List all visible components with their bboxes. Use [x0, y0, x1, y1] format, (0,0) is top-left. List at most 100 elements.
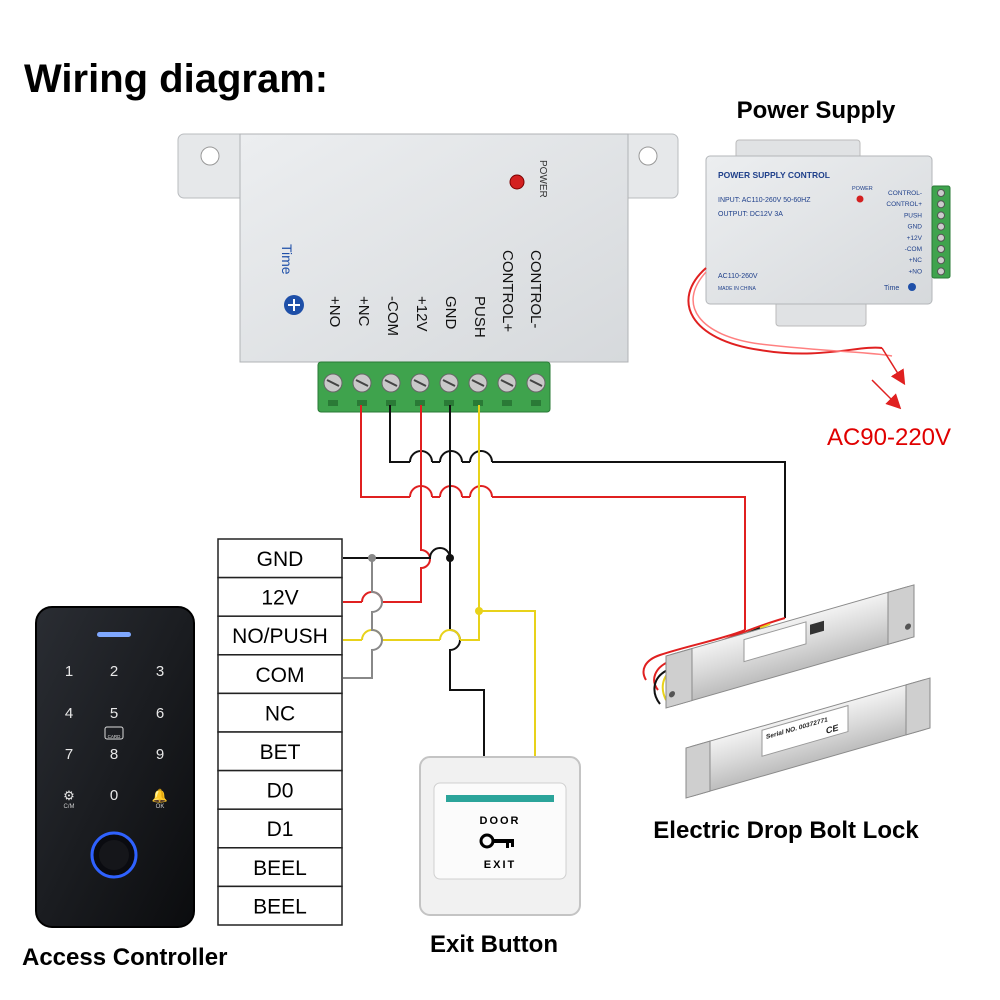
- psu-output: OUTPUT: DC12V 3A: [718, 211, 783, 218]
- controller-terminal-row: COM: [217, 654, 343, 695]
- wire-12v-hop: [361, 591, 383, 603]
- psu-terminal-label: CONTROL+: [886, 201, 922, 208]
- keypad-key[interactable]: 0: [110, 787, 118, 804]
- exit-button-device: DOOR EXIT Exit Button: [419, 756, 581, 958]
- psu-terminal-label: GND: [908, 224, 923, 231]
- psu-terminal-label: -COM: [905, 246, 922, 253]
- keypad-key[interactable]: 6: [156, 705, 164, 722]
- psu-terminal-label: PUSH: [904, 212, 922, 219]
- ac-input-label: AC90-220V: [827, 424, 951, 451]
- controller-terminal-row: D1: [217, 808, 343, 849]
- exit-plate-bottom: EXIT: [484, 859, 516, 871]
- controller-terminal-label: NO/PUSH: [232, 625, 328, 648]
- psu-time-knob-icon: [908, 283, 916, 291]
- terminal-block: [317, 361, 551, 413]
- controller-terminal-label: D1: [267, 818, 294, 841]
- exit-button-label: Exit Button: [430, 931, 558, 958]
- ce-mark-icon: CE: [826, 722, 838, 735]
- wire-gnd-to-controller: [343, 547, 451, 559]
- controller-terminal-row: NO/PUSH: [217, 615, 343, 656]
- fingerprint-sensor-icon: [99, 840, 129, 870]
- wire-push-to-controller: [343, 611, 480, 641]
- controller-terminal-label: BET: [260, 741, 301, 764]
- wire-push-hop-2: [439, 629, 461, 641]
- keypad-key[interactable]: 3: [156, 663, 164, 680]
- access-controller-label: Access Controller: [22, 944, 227, 971]
- control-box-terminal-label: -COM: [384, 296, 401, 336]
- wire-no-to-lock: [360, 405, 746, 630]
- wire-12v-to-controller: [343, 405, 431, 603]
- psu-time-label: Time: [884, 285, 899, 292]
- controller-terminal-label: NC: [265, 702, 295, 725]
- wire-push-hop-1: [361, 629, 383, 641]
- controller-terminal-row: 12V: [217, 576, 343, 617]
- ac-input-wire-2: [692, 271, 893, 357]
- wire-com-jumper: [343, 558, 383, 679]
- card-label: CARD: [108, 734, 122, 739]
- psu-terminal-screw: [937, 245, 945, 253]
- keypad-key[interactable]: 4: [65, 705, 73, 722]
- psu-terminal-label: +12V: [907, 235, 923, 242]
- psu-terminal-screw: [937, 189, 945, 197]
- psu-made-label: MADE IN CHINA: [718, 286, 756, 292]
- wire-push-trunk: [478, 405, 536, 760]
- psu-terminal-screw: [937, 222, 945, 231]
- power-supply-label: Power Supply: [737, 97, 896, 124]
- page-title: Wiring diagram:: [24, 57, 328, 101]
- exit-plate-top: DOOR: [480, 815, 521, 827]
- mount-hole-right: [638, 146, 658, 166]
- psu-terminal-screw: [937, 233, 945, 242]
- controller-terminal-label: 12V: [261, 587, 298, 610]
- psu-terminal-screw: [937, 200, 945, 209]
- wires: [343, 405, 786, 760]
- control-box-terminal-label: +12V: [413, 296, 430, 331]
- psu-terminal-screw: [937, 267, 945, 276]
- keypad-key[interactable]: 2: [110, 663, 118, 680]
- keypad-key[interactable]: 9: [156, 746, 164, 763]
- wire-com-to-lock: [389, 405, 786, 618]
- controller-terminal-row: D0: [217, 769, 343, 810]
- controller-terminal-row: BEEL: [217, 885, 343, 926]
- controller-terminal-label: BEEL: [253, 857, 307, 880]
- drop-bolt-label: Electric Drop Bolt Lock: [653, 817, 919, 844]
- power-led-label: POWER: [537, 160, 548, 198]
- controller-terminal-row: BEEL: [217, 847, 343, 888]
- power-supply-unit: Power Supply POWER SUPPLY CONTROL INPUT:…: [687, 97, 951, 451]
- psu-ac-label: AC110-260V: [718, 273, 758, 280]
- controller-terminal-row: NC: [217, 692, 343, 733]
- keypad-key[interactable]: 7: [65, 746, 73, 763]
- power-led: [509, 174, 525, 190]
- keypad-key[interactable]: 8: [110, 746, 118, 763]
- keypad-key[interactable]: 1: [65, 663, 73, 680]
- control-box-terminal-label: GND: [442, 296, 459, 330]
- exit-button-stripe: [446, 795, 554, 802]
- cm-label: C/M: [64, 804, 75, 810]
- psu-input: INPUT: AC110-260V 50-60HZ: [718, 197, 811, 204]
- key-icon: [479, 833, 514, 849]
- card-reader-icon: [104, 726, 124, 740]
- controller-terminal-row: GND: [217, 538, 343, 579]
- control-box-terminal-label: PUSH: [471, 296, 488, 338]
- wire-com-hop-3: [469, 450, 493, 463]
- wire-no-hop-3: [469, 485, 493, 498]
- psu-power-label: POWER: [852, 186, 873, 192]
- control-box-terminal-label: +NC: [355, 296, 372, 327]
- mount-hole-left: [200, 146, 220, 166]
- ac-arrow-2: [871, 379, 902, 410]
- keypad-key[interactable]: 5: [110, 705, 118, 722]
- psu-header: POWER SUPPLY CONTROL: [718, 170, 830, 180]
- com-jumper-junction: [368, 554, 376, 562]
- psu-terminal-screw: [937, 256, 945, 265]
- gnd-junction: [446, 554, 454, 562]
- ac-arrow-1: [881, 347, 906, 386]
- controller-terminal-label: D0: [267, 780, 294, 803]
- controller-terminal-label: BEEL: [253, 895, 307, 918]
- controller-terminal-label: COM: [256, 664, 305, 687]
- bell-icon: 🔔: [152, 788, 168, 803]
- controller-terminal-row: BET: [217, 731, 343, 772]
